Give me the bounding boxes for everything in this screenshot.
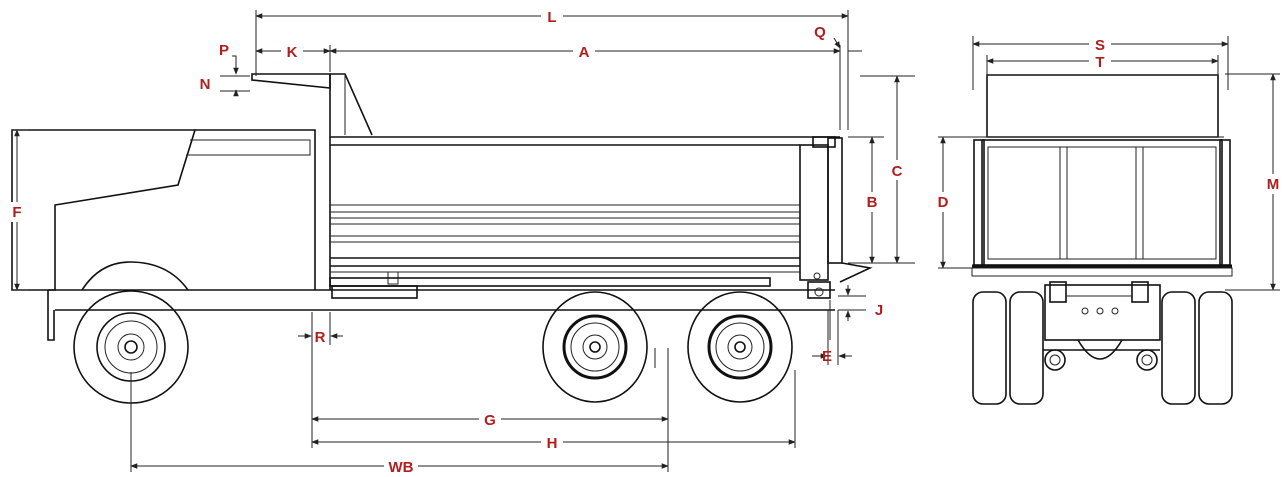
rear-axle-assembly	[1043, 281, 1161, 371]
label-P: P	[219, 42, 229, 59]
cab	[11, 129, 316, 291]
label-N: N	[200, 76, 211, 93]
label-S: S	[1095, 37, 1105, 54]
truck-rear-view	[971, 74, 1233, 405]
label-E: E	[822, 348, 832, 365]
label-WB: WB	[389, 459, 414, 476]
rear-wheel-aft	[687, 291, 793, 403]
frame-rail	[47, 289, 835, 341]
rear-wheel-forward	[542, 291, 648, 403]
dimension-labels: L P K A Q N C F B J R E G H WB S T D M	[8, 7, 1284, 476]
label-A: A	[579, 44, 590, 61]
cab-protector	[251, 73, 373, 290]
label-D: D	[938, 194, 949, 211]
label-B: B	[867, 194, 878, 211]
label-K: K	[287, 44, 298, 61]
truck-side-view	[11, 73, 873, 404]
rear-view-dimensions	[938, 36, 1280, 291]
rear-tires	[972, 291, 1233, 405]
label-J: J	[875, 302, 883, 319]
label-M: M	[1267, 176, 1280, 193]
label-H: H	[547, 435, 558, 452]
label-T: T	[1095, 54, 1104, 71]
label-Q: Q	[814, 24, 826, 41]
rear-cab-protector	[980, 74, 1224, 138]
side-view-dimensions	[12, 10, 915, 472]
label-G: G	[484, 412, 496, 429]
dump-body	[329, 136, 873, 299]
label-L: L	[547, 9, 556, 26]
tailgate	[971, 139, 1233, 277]
label-R: R	[315, 329, 326, 346]
label-F: F	[12, 204, 21, 221]
label-C: C	[892, 163, 903, 180]
